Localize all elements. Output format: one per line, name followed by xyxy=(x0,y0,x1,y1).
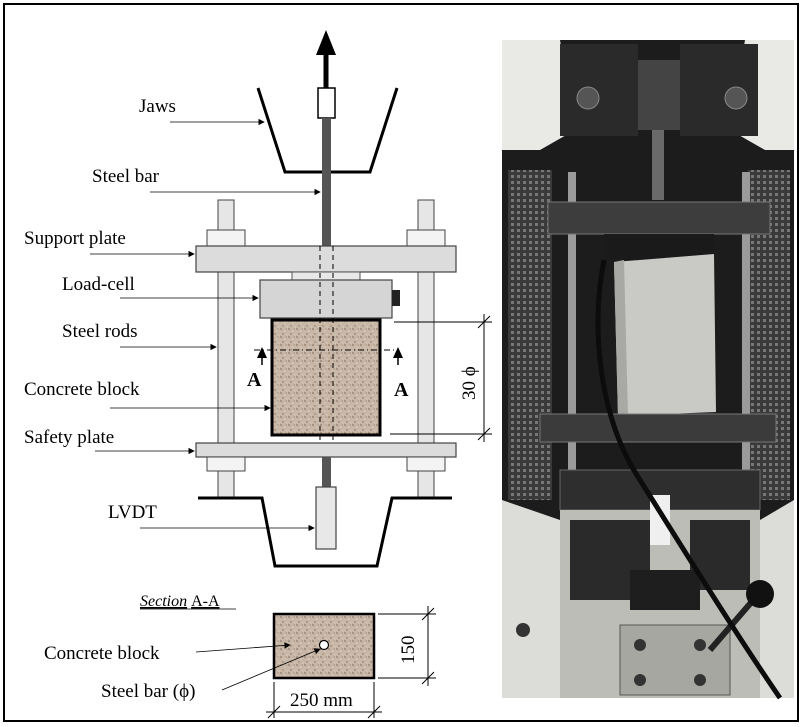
length-dimension: 30 ϕ xyxy=(390,314,492,442)
label-jaws: Jaws xyxy=(139,96,176,117)
label-support-plate: Support plate xyxy=(24,228,126,249)
section-steel-bar xyxy=(318,639,330,651)
section-height-dimension: 150 xyxy=(378,606,436,686)
lvdt-frame xyxy=(198,496,452,568)
figure-frame xyxy=(3,3,799,722)
section-marker-right: A xyxy=(394,379,409,401)
label-concrete-block: Concrete block xyxy=(24,379,140,400)
label-steel-bar: Steel bar xyxy=(92,166,160,187)
section-arrow-right-icon xyxy=(393,347,403,365)
schematic-diagram: A A 30 ϕ Jaws Steel bar Support plate Lo… xyxy=(24,30,492,568)
pull-arrow-icon xyxy=(316,30,336,90)
safety-plate xyxy=(195,442,457,458)
section-marker-left: A xyxy=(247,369,262,391)
label-load-cell: Load-cell xyxy=(62,274,135,295)
load-cell xyxy=(259,279,393,319)
length-dim-label: 30 ϕ xyxy=(459,366,480,400)
section-width-dimension: 250 mm xyxy=(266,682,382,719)
section-arrow-left-icon xyxy=(257,347,267,365)
label-lvdt: LVDT xyxy=(108,502,157,523)
support-plate xyxy=(195,245,457,273)
section-label-concrete-block: Concrete block xyxy=(44,643,160,664)
label-steel-rods: Steel rods xyxy=(62,321,137,342)
lvdt xyxy=(315,486,337,550)
section-label-steel-bar: Steel bar (ϕ) xyxy=(101,681,195,702)
test-rig-photo xyxy=(502,40,794,700)
section-width-label: 250 mm xyxy=(290,690,353,711)
concrete-block xyxy=(270,318,382,437)
steel-bar xyxy=(322,118,331,280)
label-safety-plate: Safety plate xyxy=(24,427,114,448)
section-height-label: 150 xyxy=(398,636,419,665)
